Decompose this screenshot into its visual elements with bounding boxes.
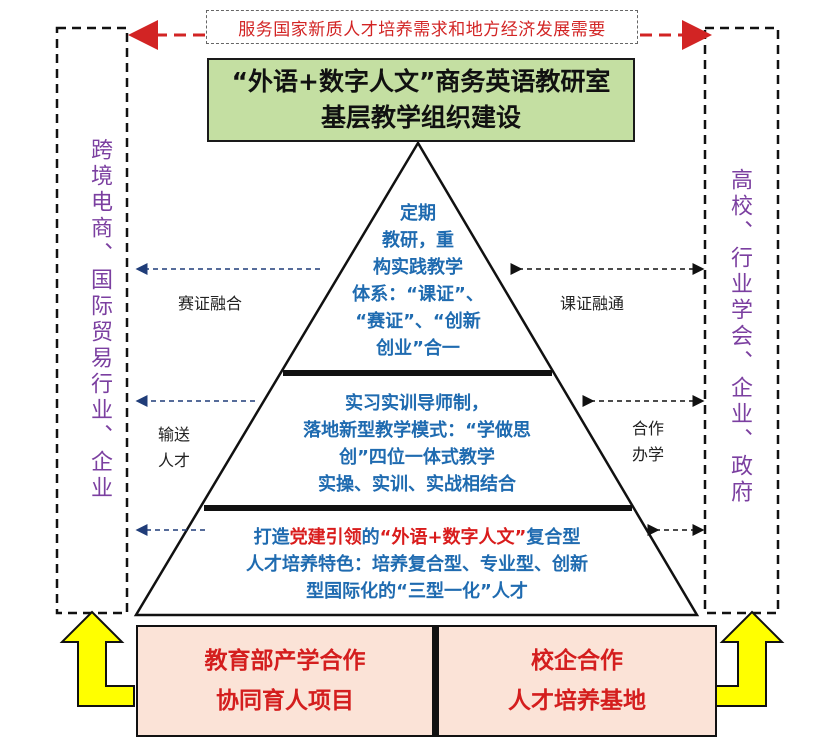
title-line-2: 基层教学组织建设 [320, 103, 521, 132]
title-box: “外语+数字人文”商务英语教研室 基层教学组织建设 [207, 58, 635, 142]
label-right-lower-line-1: 合作 [632, 419, 665, 438]
label-left-upper: 赛证融合 [178, 294, 243, 313]
label-left-lower-line-1: 输送 [158, 425, 191, 444]
label-right-upper: 课证融通 [560, 294, 625, 313]
pyramid-bottom-line-3: 型国际化的“三型一化”人才 [306, 581, 528, 602]
yellow-arrow-right [709, 610, 785, 707]
pyramid-middle-text: 实习实训导师制， 落地新型教学模式：“学做思 创”四位一体式教学 实操、实训、实… [228, 390, 606, 498]
bottom-text-segment: 打造 [253, 527, 290, 548]
pyramid-top-line: 创业”合一 [376, 338, 460, 359]
pyramid-top-line: 教研，重 [382, 230, 454, 251]
label-left-lower-line-2: 人才 [158, 451, 191, 470]
bottom-box-right-line-2: 人才培养基地 [508, 688, 646, 714]
yellow-arrow-left [59, 610, 135, 707]
bottom-text-segment: 复合型 [526, 527, 581, 548]
bottom-box-left-line-2: 协同育人项目 [216, 688, 354, 714]
emphasis-party-building: 党建引领 [289, 527, 362, 548]
bottom-box-right: 校企合作 人才培养基地 [437, 625, 717, 737]
emphasis-language-digital: “外语+数字人文” [379, 527, 527, 548]
bottom-box-left-line-1: 教育部产学合作 [204, 648, 366, 674]
pyramid [133, 140, 700, 617]
pyramid-top-text: 定期 教研，重 构实践教学 体系：“课证”、 “赛证”、“创新 创业”合一 [288, 200, 548, 362]
pyramid-bottom-line-2: 人才培养特色：培养复合型、专业型、创新 [246, 554, 588, 575]
label-right-lower-line-2: 办学 [632, 445, 665, 464]
bottom-box-left: 教育部产学合作 协同育人项目 [136, 625, 434, 737]
pyramid-top-line: 体系：“课证”、 [352, 284, 484, 305]
pyramid-middle-line: 落地新型教学模式：“学做思 [303, 420, 531, 441]
bottom-divider [430, 625, 438, 737]
top-banner: 服务国家新质人才培养需求和地方经济发展需要 [206, 10, 638, 44]
bottom-text-segment: 的 [361, 527, 380, 548]
title-line-1: “外语+数字人文”商务英语教研室 [231, 67, 611, 96]
pyramid-bottom-text: 打造党建引领的“外语+数字人文”复合型 人才培养特色：培养复合型、专业型、创新 … [170, 524, 664, 605]
label-left-lower: 输送 人才 [158, 422, 190, 474]
pyramid-middle-line: 实习实训导师制， [345, 393, 489, 414]
pyramid-middle-line: 创”四位一体式教学 [339, 447, 495, 468]
bottom-box-right-line-1: 校企合作 [531, 648, 623, 674]
right-dashed-box [703, 26, 780, 615]
pyramid-top-line: “赛证”、“创新 [355, 311, 481, 332]
left-side-text: 跨境电商、国际贸易行业、企业 [87, 138, 112, 502]
label-right-lower: 合作 办学 [632, 416, 664, 468]
pyramid-middle-line: 实操、实训、实战相结合 [318, 474, 516, 495]
pyramid-top-line: 构实践教学 [373, 257, 463, 278]
right-side-text: 高校、行业学会、企业、政府 [727, 168, 752, 506]
pyramid-top-line: 定期 [400, 203, 436, 224]
pyramid-bottom-line-1: 打造党建引领的“外语+数字人文”复合型 [170, 524, 664, 551]
